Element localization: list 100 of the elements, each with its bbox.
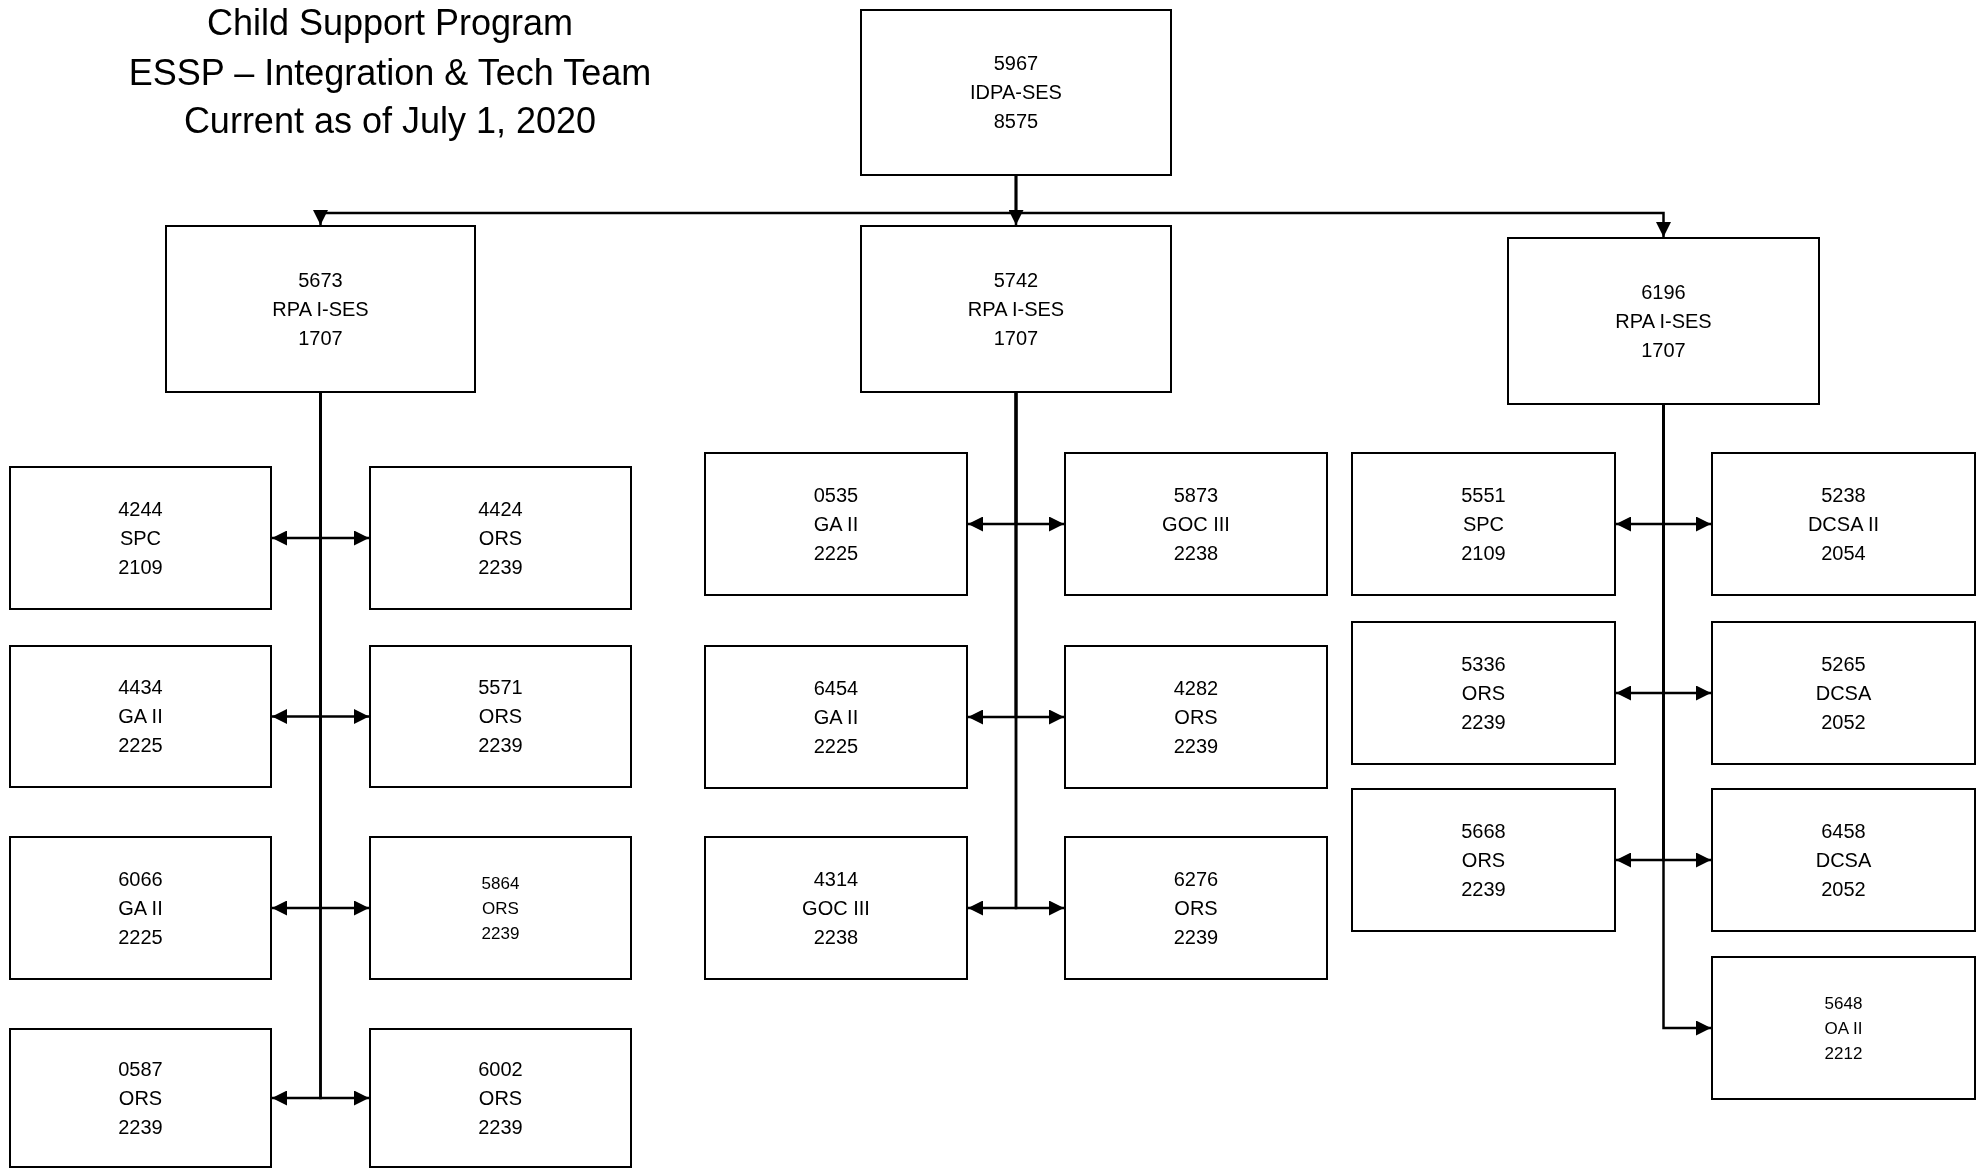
position-box [1064, 452, 1328, 596]
position-number: 0535 [813, 482, 859, 508]
position-title: RPA I-SES [1615, 308, 1712, 334]
position-number: 5967 [993, 51, 1039, 76]
position-title: SPC [119, 525, 162, 551]
position-box [9, 836, 272, 980]
class-code: 1707 [993, 325, 1039, 351]
class-code: 2239 [478, 554, 523, 580]
position-box [1507, 237, 1820, 405]
class-code: 2054 [1821, 540, 1866, 566]
class-code: 2239 [1173, 924, 1219, 950]
position-box [704, 452, 968, 596]
position-box [1351, 452, 1616, 596]
position-number: 6002 [478, 1056, 523, 1082]
chart-title: Child Support Program [205, 2, 575, 44]
position-box [165, 225, 476, 393]
class-code: 2109 [118, 554, 163, 580]
position-box [1064, 836, 1328, 980]
position-box [1064, 645, 1328, 789]
position-box [1711, 788, 1976, 932]
position-number: 4424 [478, 496, 523, 522]
position-title: RPA I-SES [272, 296, 369, 322]
position-box [860, 9, 1172, 176]
position-box [1711, 621, 1976, 765]
class-code: 2225 [813, 540, 859, 566]
position-title: GA II [813, 704, 859, 730]
class-code: 2238 [813, 924, 859, 950]
class-code: 1707 [1641, 337, 1686, 363]
position-number: 5673 [298, 267, 343, 293]
position-number: 0587 [118, 1056, 163, 1082]
position-title: GOC III [1162, 511, 1230, 537]
position-box [1711, 452, 1976, 596]
position-box [369, 1028, 632, 1168]
position-title: ORS [478, 704, 523, 729]
position-number: 5864 [481, 872, 520, 895]
position-box [1351, 788, 1616, 932]
position-box [704, 836, 968, 980]
position-title: OA II [1824, 1017, 1863, 1040]
connector-arrow [1014, 176, 1671, 237]
position-number: 5668 [1461, 818, 1506, 844]
class-code: 2212 [1824, 1042, 1863, 1065]
position-title: DCSA II [1807, 511, 1880, 537]
position-title: DCSA [1815, 680, 1872, 706]
position-title: ORS [1174, 895, 1218, 921]
class-code: 2239 [478, 1114, 523, 1140]
position-title: GOC III [802, 895, 870, 921]
position-title: GA II [118, 895, 163, 921]
position-number: 5571 [478, 675, 523, 700]
position-number: 6066 [118, 866, 163, 892]
position-box [9, 1028, 272, 1168]
position-number: 5336 [1461, 651, 1506, 677]
position-number: 4314 [813, 866, 859, 892]
position-title: ORS [1461, 847, 1506, 873]
class-code: 2239 [118, 1114, 163, 1140]
class-code: 2239 [1461, 876, 1506, 902]
class-code: 2239 [478, 733, 523, 758]
position-number: 6276 [1173, 866, 1219, 892]
position-box [860, 225, 1172, 393]
position-box [1711, 956, 1976, 1100]
class-code: 2109 [1461, 540, 1506, 566]
position-box [704, 645, 968, 789]
position-number: 5551 [1461, 482, 1506, 508]
class-code: 2239 [1461, 709, 1506, 735]
class-code: 2239 [481, 922, 520, 945]
subtitle: Current as of July 1, 2020 [182, 100, 598, 142]
position-number: 5742 [993, 267, 1039, 293]
position-box [9, 645, 272, 788]
position-number: 5265 [1821, 651, 1866, 677]
position-number: 6196 [1641, 279, 1686, 305]
position-number: 4282 [1173, 675, 1219, 701]
class-code: 2225 [118, 924, 163, 950]
class-code: 2052 [1821, 876, 1866, 902]
position-number: 5873 [1173, 482, 1219, 508]
connector-arrow [1014, 393, 1064, 916]
position-title: GA II [118, 704, 163, 729]
position-box [369, 836, 632, 980]
position-title: ORS [478, 525, 523, 551]
class-code: 2225 [118, 733, 163, 758]
position-title: RPA I-SES [967, 296, 1065, 322]
position-title: ORS [1174, 704, 1218, 730]
position-number: 6458 [1821, 818, 1866, 844]
subtitle: ESSP – Integration & Tech Team [127, 52, 653, 94]
position-title: ORS [478, 1085, 523, 1111]
class-code: 1707 [298, 325, 343, 351]
class-code: 2238 [1173, 540, 1219, 566]
position-title: GA II [813, 511, 859, 537]
position-title: IDPA-SES [970, 80, 1062, 105]
position-box [9, 466, 272, 610]
position-number: 4434 [118, 675, 163, 700]
position-title: ORS [1461, 680, 1506, 706]
position-number: 5648 [1824, 992, 1863, 1015]
class-code: 2052 [1821, 709, 1866, 735]
position-title: SPC [1462, 511, 1505, 537]
position-title: ORS [482, 897, 519, 920]
class-code: 2225 [813, 733, 859, 759]
position-box [369, 466, 632, 610]
class-code: 2239 [1173, 733, 1219, 759]
position-number: 5238 [1821, 482, 1866, 508]
position-number: 6454 [813, 675, 859, 701]
position-title: DCSA [1815, 847, 1872, 873]
